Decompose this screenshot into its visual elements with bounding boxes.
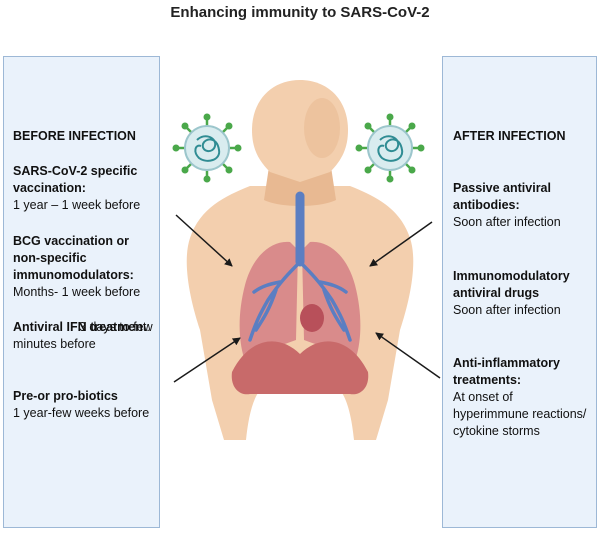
before-item-label: Antiviral IFN treatment: <box>13 319 153 336</box>
diaphragm <box>231 341 369 395</box>
before-infection-heading: BEFORE INFECTION <box>13 129 136 143</box>
arrow-after-upper <box>369 221 433 267</box>
before-item-timing: 1 year – 1 week before <box>13 198 141 212</box>
after-item-label: Anti-inflammatory treatments: <box>453 356 560 387</box>
before-item-timing: Months- 1 week before <box>13 285 141 299</box>
before-item-timing: 3 days to few minutes before <box>13 320 153 351</box>
after-infection-heading: AFTER INFECTION <box>453 129 566 143</box>
left-bronchus <box>248 260 302 342</box>
before-item-timing: 1 year-few weeks before <box>13 406 150 420</box>
before-item-label: SARS-CoV-2 specific vaccination: <box>13 164 138 195</box>
head-shadow <box>304 98 340 158</box>
after-infection-panel: AFTER INFECTION Passive antiviral antibo… <box>442 56 597 528</box>
virus-icon-left <box>172 113 242 183</box>
heart <box>300 304 324 332</box>
after-item-timing: At onset of hyperimmune reactions/ cytok… <box>453 390 587 438</box>
before-item-ifn: Antiviral IFN treatment: 3 days to few m… <box>13 319 153 353</box>
before-item-label-main: Antiviral IFN treatmen <box>13 320 143 334</box>
after-item-label: Passive antiviral antibodies: <box>453 181 551 212</box>
virus-icon-right <box>355 113 425 183</box>
diagram-title: Enhancing immunity to SARS-CoV-2 <box>170 4 430 21</box>
before-item-bcg: BCG vaccination or non-specific immunomo… <box>13 233 159 301</box>
after-item-immunomodulatory: Immunomodulatory antiviral drugs Soon af… <box>453 268 593 319</box>
arrow-before-upper <box>175 214 233 267</box>
after-item-timing: Soon after infection <box>453 303 561 317</box>
before-infection-panel: BEFORE INFECTION SARS-CoV-2 specific vac… <box>3 56 160 528</box>
after-item-anti-inflammatory: Anti-inflammatory treatments: At onset o… <box>453 355 591 440</box>
arrow-after-lower <box>375 332 441 379</box>
before-item-label-suffix: t: <box>142 320 150 334</box>
right-bronchus <box>298 260 352 342</box>
before-item-label: Pre-or pro-biotics <box>13 389 118 403</box>
before-item-label: BCG vaccination or non-specific immunomo… <box>13 234 134 282</box>
after-item-label: Immunomodulatory antiviral drugs <box>453 269 570 300</box>
after-item-timing: Soon after infection <box>453 215 561 229</box>
bronchial-tree <box>248 191 352 342</box>
before-item-probiotics: Pre-or pro-biotics 1 year-few weeks befo… <box>13 388 153 422</box>
before-item-vaccination: SARS-CoV-2 specific vaccination: 1 year … <box>13 163 159 214</box>
arrow-before-lower <box>173 337 241 383</box>
after-item-antibodies: Passive antiviral antibodies: Soon after… <box>453 180 593 231</box>
